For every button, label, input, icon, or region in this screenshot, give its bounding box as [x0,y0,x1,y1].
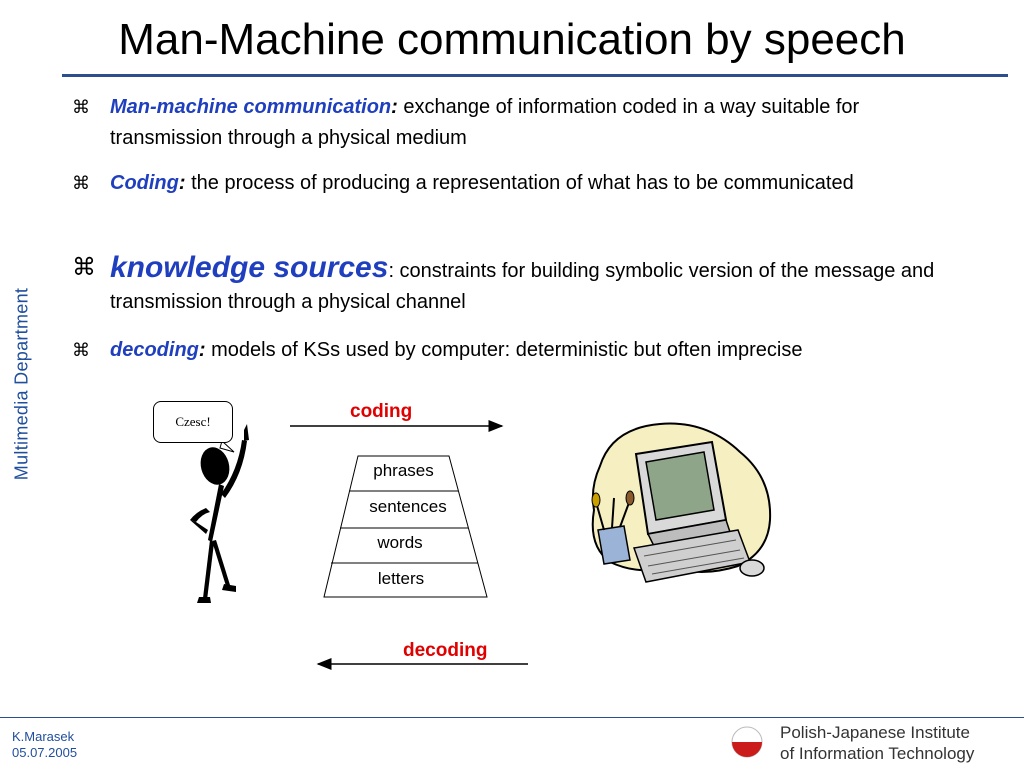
bullet-item: ⌘ Man-machine communication: exchange of… [72,92,977,154]
bullet-text: Man-machine communication: exchange of i… [110,92,977,154]
bullet-text: decoding: models of KSs used by computer… [110,335,977,366]
bullet-body: exchange of information coded in a way s… [110,96,860,149]
author-name: K.Marasek [12,729,75,744]
bullet-term: decoding [110,339,199,361]
title-rule [62,74,1008,77]
bullet-text: knowledge sources: constraints for build… [110,252,977,318]
slide-title: Man-Machine communication by speech [118,15,906,64]
bullet-term: Man-machine communication [110,96,392,118]
institute-line-1: Polish-Japanese Institute [780,723,970,742]
institute-name: Polish-Japanese Institute of Information… [780,722,974,764]
bullet-text: Coding: the process of producing a repre… [110,168,977,199]
bullet-term: Coding [110,172,179,194]
bullet-colon: : [391,96,398,118]
command-icon: ⌘ [72,97,90,117]
computer-icon [591,422,772,583]
pyramid-level-letters: letters [377,569,425,588]
coding-label: coding [350,401,413,422]
pyramid-level-sentences: sentences [369,497,447,516]
bullet-body: : constraints for building symbolic vers… [110,260,935,313]
bullet-body: models of KSs used by computer: determin… [205,339,803,361]
bullet-item: ⌘ decoding: models of KSs used by comput… [72,335,977,366]
bullet-colon: : [178,172,186,194]
bullet-body: the process of producing a representatio… [185,172,854,194]
footer-author: K.Marasek 05.07.2005 [12,729,77,761]
bullet-term: knowledge sources [110,251,389,284]
person-figure-icon [190,424,249,603]
command-icon: ⌘ [72,173,90,193]
bullet-colon: : [198,339,206,361]
speech-bubble: Czesc! [153,401,233,443]
presentation-date: 05.07.2005 [12,745,78,760]
command-icon: ⌘ [72,254,96,281]
bullet-item: ⌘ Coding: the process of producing a rep… [72,168,977,199]
knowledge-pyramid [323,455,488,598]
command-icon: ⌘ [72,340,90,360]
decoding-label: decoding [403,640,488,661]
institute-line-2: of Information Technology [780,744,975,763]
pyramid-level-phrases: phrases [373,461,434,480]
institute-logo-icon [731,726,763,758]
bullet-item: ⌘ knowledge sources: constraints for bui… [72,252,977,318]
footer-rule [0,717,1024,718]
pyramid-level-words: words [377,533,423,552]
